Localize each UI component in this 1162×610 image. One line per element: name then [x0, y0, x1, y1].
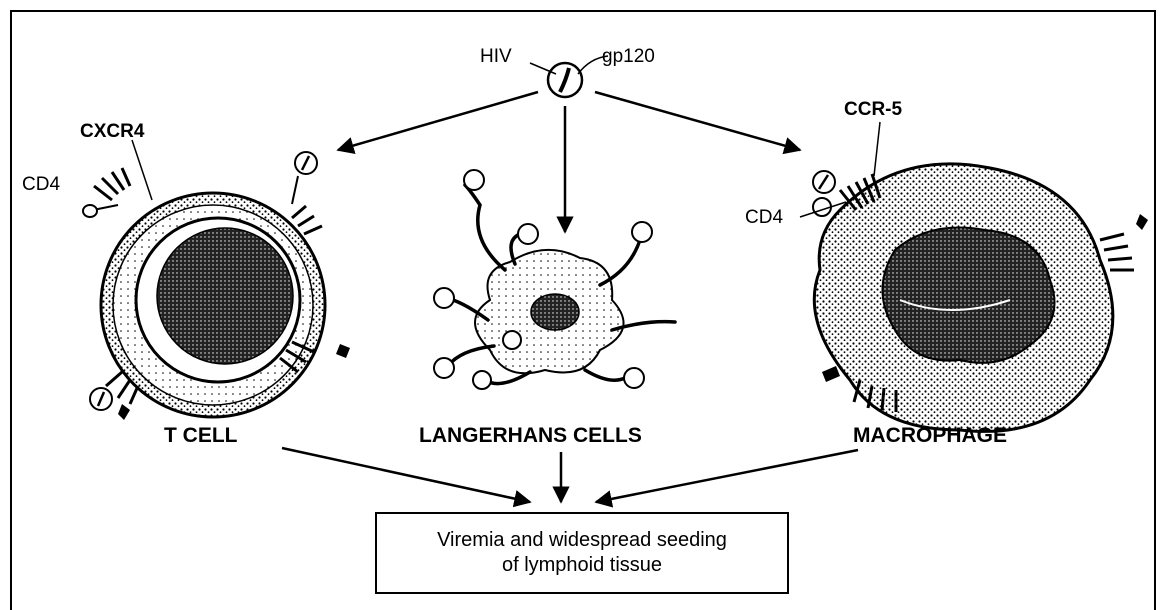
macrophage-title: MACROPHAGE — [853, 425, 1007, 446]
arrow-macrophage-to-outcome — [596, 450, 858, 502]
gp120-label: gp120 — [602, 47, 655, 66]
ccr5-label: CCR-5 — [844, 100, 902, 119]
macrophage-illustration — [800, 122, 1148, 431]
tcell-title: T CELL — [164, 425, 238, 446]
outcome-line-2: of lymphoid tissue — [377, 553, 787, 578]
outcome-box: Viremia and widespread seeding of lympho… — [375, 512, 789, 594]
outcome-line-1: Viremia and widespread seeding — [377, 528, 787, 553]
t-cell-illustration — [83, 140, 350, 420]
hiv-label: HIV — [480, 47, 512, 66]
arrow-hiv-to-tcell — [338, 92, 538, 150]
hiv-virion — [530, 56, 608, 97]
arrow-tcell-to-outcome — [282, 448, 530, 502]
langerhans-title: LANGERHANS CELLS — [419, 425, 642, 446]
cxcr4-label: CXCR4 — [80, 122, 144, 141]
macrophage-cd4-label: CD4 — [745, 208, 783, 227]
tcell-cd4-label: CD4 — [22, 175, 60, 194]
arrow-hiv-to-macrophage — [595, 92, 800, 150]
langerhans-cell-illustration — [434, 170, 675, 389]
